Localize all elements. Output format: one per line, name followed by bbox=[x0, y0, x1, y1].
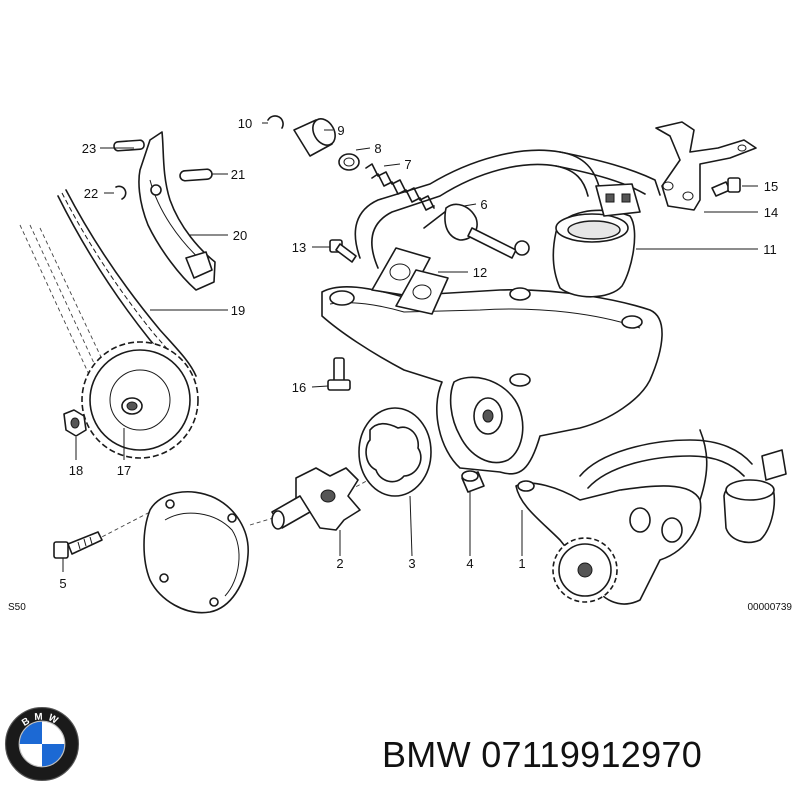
pin-23 bbox=[113, 139, 145, 152]
pump-cover bbox=[143, 490, 249, 614]
callout-21: 21 bbox=[231, 167, 245, 182]
bmw-logo: BMW bbox=[4, 706, 80, 782]
leader-lines bbox=[62, 122, 758, 572]
rotor-shaft-2 bbox=[271, 467, 361, 531]
outer-rotor-3 bbox=[358, 407, 432, 497]
relief-valve bbox=[267, 115, 530, 259]
callout-4: 4 bbox=[466, 556, 473, 571]
bolt-13 bbox=[329, 239, 357, 263]
callout-19: 19 bbox=[231, 303, 245, 318]
callout-9: 9 bbox=[337, 123, 344, 138]
model-code: S50 bbox=[8, 602, 26, 613]
callout-22: 22 bbox=[84, 186, 98, 201]
bracket-14 bbox=[655, 121, 757, 211]
callout-8: 8 bbox=[374, 141, 381, 156]
part-number: 07119912970 bbox=[481, 734, 703, 775]
callout-23: 23 bbox=[82, 141, 96, 156]
callout-5: 5 bbox=[59, 576, 66, 591]
circlip-22 bbox=[115, 185, 127, 200]
callout-6: 6 bbox=[480, 197, 487, 212]
sleeve-4 bbox=[461, 470, 485, 493]
callout-11: 11 bbox=[763, 242, 777, 257]
exploded-parts-diagram: 1 2 3 4 5 6 7 8 9 10 11 12 13 14 15 16 1… bbox=[8, 115, 793, 614]
callout-17: 17 bbox=[117, 463, 131, 478]
tensioner-rail bbox=[138, 131, 216, 291]
callout-18: 18 bbox=[69, 463, 83, 478]
bolt-16 bbox=[327, 357, 351, 391]
sprocket-17 bbox=[81, 341, 199, 459]
callout-12: 12 bbox=[473, 265, 487, 280]
callout-3: 3 bbox=[408, 556, 415, 571]
bolt-5 bbox=[53, 531, 103, 559]
brand-name: BMW bbox=[382, 734, 471, 775]
strainer-11 bbox=[552, 183, 641, 298]
engine-housing bbox=[321, 285, 663, 475]
nut-18 bbox=[63, 409, 87, 437]
oil-pump-assembly-1 bbox=[515, 429, 787, 605]
part-caption: BMW 07119912970 bbox=[382, 734, 702, 776]
callout-7: 7 bbox=[404, 157, 411, 172]
callout-14: 14 bbox=[764, 205, 778, 220]
pin-21 bbox=[179, 168, 213, 182]
callout-2: 2 bbox=[336, 556, 343, 571]
callout-10: 10 bbox=[238, 116, 252, 131]
callout-15: 15 bbox=[764, 179, 778, 194]
bolt-15 bbox=[711, 177, 741, 197]
callout-1: 1 bbox=[518, 556, 525, 571]
drawing-number: 00000739 bbox=[748, 602, 793, 613]
callout-20: 20 bbox=[233, 228, 247, 243]
callout-13: 13 bbox=[292, 240, 306, 255]
pickup-pipe bbox=[354, 149, 661, 269]
gasket-12 bbox=[371, 247, 449, 315]
callout-labels: 1 2 3 4 5 6 7 8 9 10 11 12 13 14 15 16 1… bbox=[59, 116, 778, 591]
callout-16: 16 bbox=[292, 380, 306, 395]
